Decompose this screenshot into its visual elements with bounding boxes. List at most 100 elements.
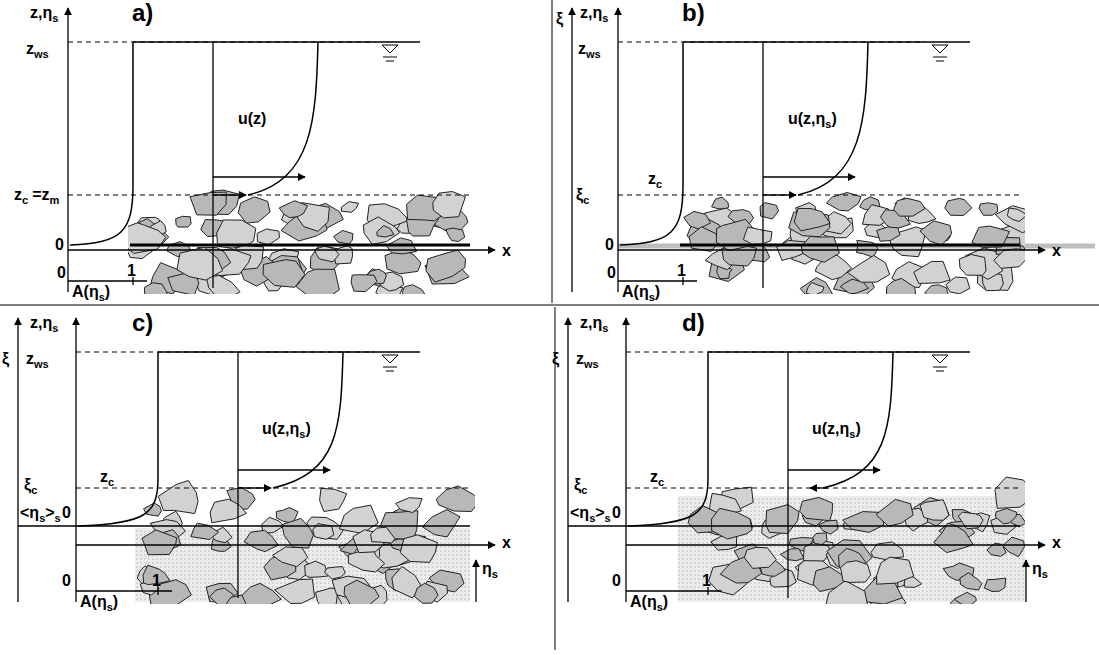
label-text: ξ: [574, 476, 581, 493]
label-text: 1: [152, 572, 161, 589]
axis-label: x: [502, 534, 511, 552]
panel-letter: a): [132, 0, 153, 26]
gravel-grain: [402, 285, 425, 294]
label-text: x: [502, 242, 511, 259]
bed-datum-line: [130, 244, 470, 247]
gravel-grain: [877, 557, 914, 584]
water-surface-symbol: [382, 45, 398, 53]
subscript: s: [107, 601, 113, 613]
gravel-grain: [857, 240, 878, 257]
axis-label: u(z): [238, 110, 266, 128]
axis-label: ξc: [24, 476, 37, 499]
label-text: <η: [20, 504, 39, 521]
subscript: s: [649, 291, 655, 303]
z-axis: [625, 318, 626, 602]
gravel-grain: [142, 530, 177, 555]
gravel-grain: [128, 223, 166, 253]
gravel-grain: [341, 202, 358, 213]
gravel-grain: [876, 499, 913, 526]
water-surface: [708, 351, 970, 353]
water-surface-symbol: [932, 355, 948, 363]
axis-label: 0: [612, 572, 621, 590]
subscript: s: [52, 322, 58, 334]
axis-label: x: [1052, 242, 1061, 260]
label-text: ): [113, 593, 118, 610]
gravel-grain: [344, 580, 379, 604]
axis-label: z,ηs: [30, 4, 58, 27]
gravel-grain: [282, 518, 313, 548]
gravel-grain: [920, 500, 949, 521]
velocity-reference-line: [237, 352, 238, 598]
velocity-reference-line: [212, 42, 213, 288]
label-text: 0: [55, 236, 64, 253]
crest-level-dashed: [626, 488, 1020, 489]
axis-label: 0: [607, 264, 616, 282]
gravel-grain: [994, 249, 1025, 269]
gravel-grain: [794, 208, 830, 230]
axis-label: A(ηs): [622, 283, 660, 306]
axis-label: u(z,ηs): [262, 420, 311, 443]
x-axis: [618, 249, 1045, 250]
label-text: A(η: [72, 283, 99, 300]
axis-label: 0: [62, 572, 71, 590]
gravel-grain: [689, 227, 720, 252]
velocity-reference-line: [762, 42, 763, 288]
gravel-grain: [400, 535, 437, 563]
subscript: s: [825, 118, 831, 130]
gravel-grain: [841, 561, 871, 583]
subscript: s: [492, 568, 498, 580]
gravel-grain: [257, 229, 279, 245]
gravel-grain: [238, 197, 270, 223]
gravel-grain: [371, 527, 395, 543]
label-text: =z: [32, 186, 49, 203]
axis-label: ξ: [552, 350, 559, 368]
label-text: >: [45, 504, 54, 521]
axis-label: 1: [677, 262, 686, 280]
axis-label: ηs: [482, 560, 498, 583]
label-text: ): [305, 420, 310, 437]
gravel-grain: [275, 579, 315, 603]
gravel-grain: [744, 547, 776, 568]
gravel-grain: [426, 250, 466, 282]
subscript: m: [49, 194, 59, 206]
x-axis: [76, 544, 495, 545]
porosity-profile: [78, 352, 158, 526]
a-axis: [618, 280, 697, 281]
panel-letter: c): [132, 310, 153, 336]
water-surface-symbol: [383, 367, 397, 371]
axis-label: 1: [152, 572, 161, 590]
gravel-grain: [920, 221, 952, 245]
label-text: z: [14, 186, 22, 203]
gravel-grain: [334, 230, 353, 244]
label-text: a): [132, 0, 153, 26]
label-text: >: [595, 504, 604, 521]
label-text: u(z,η: [788, 110, 825, 127]
water-surface-symbol: [932, 45, 948, 53]
subscript: s: [1042, 568, 1048, 580]
gravel-grain: [272, 547, 307, 567]
panel-divider: [0, 305, 1099, 306]
label-text: z: [26, 350, 34, 367]
subscript: c: [31, 484, 37, 496]
label-text: A(η: [630, 593, 657, 610]
subscript: ws: [34, 48, 49, 60]
label-text: u(z): [238, 110, 266, 127]
x-axis: [68, 249, 495, 250]
gravel-grain: [887, 278, 916, 294]
subscript: ws: [584, 358, 599, 370]
label-text: A(η: [622, 283, 649, 300]
gravel-grain: [800, 278, 833, 294]
label-text: ): [663, 593, 668, 610]
gravel-grain: [177, 247, 223, 280]
gravel-grain: [339, 505, 378, 533]
gravel-grain: [684, 211, 711, 229]
velocity-arrow-small: [213, 194, 246, 195]
axis-label: 0: [612, 504, 621, 522]
porosity-profile: [628, 352, 708, 526]
label-text: 0: [62, 504, 71, 521]
water-surface: [683, 41, 970, 43]
velocity-arrow-small: [238, 487, 271, 488]
gravel-grain: [240, 583, 281, 604]
velocity-arrow: [238, 469, 330, 470]
